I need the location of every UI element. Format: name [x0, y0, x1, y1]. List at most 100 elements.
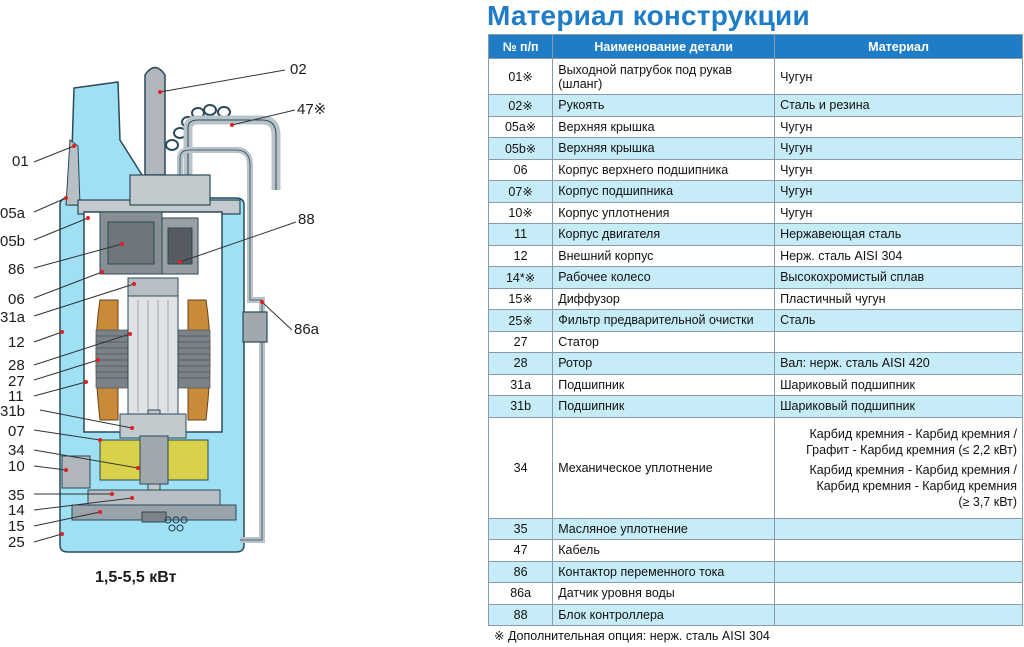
mechanical-seal — [139, 435, 169, 485]
table-row: 15※ Диффузор Пластичный чугун — [487, 287, 1023, 310]
cell-material: Чугун — [774, 201, 1023, 224]
table-row: 10※ Корпус уплотнения Чугун — [487, 201, 1023, 224]
cell-no: 07※ — [487, 180, 554, 203]
label-86: 86 — [8, 261, 25, 278]
cell-material: Сталь — [774, 309, 1023, 332]
header-no: № п/п — [487, 34, 554, 59]
label-25: 25 — [8, 534, 25, 551]
cell-material: Шариковый подшипник — [774, 395, 1023, 418]
table-row: 27 Статор — [487, 330, 1023, 353]
bearing-housing — [119, 413, 187, 439]
cell-name: Корпус верхнего подшипника — [552, 158, 776, 181]
label-47: 47※ — [297, 101, 327, 118]
cell-no: 86a — [487, 582, 554, 605]
table-row: 47 Кабель — [487, 539, 1023, 562]
cell-name: Механическое уплотнение — [552, 416, 776, 519]
label-05a: 05a — [0, 205, 26, 222]
cell-name: Внешний корпус — [552, 244, 776, 267]
cell-no: 12 — [487, 244, 554, 267]
table-row: 01※ Выходной патрубок под рукав (шланг) … — [487, 58, 1023, 95]
header-material: Материал — [774, 34, 1023, 59]
cell-name: Контактор переменного тока — [552, 560, 776, 583]
seal-material-line: Карбид кремния - Карбид кремния — [816, 478, 1017, 493]
cell-material — [774, 603, 1023, 626]
pump-drawing — [33, 66, 297, 553]
label-31b: 31b — [0, 403, 26, 420]
table-row: 12 Внешний корпус Нерж. сталь AISI 304 — [487, 244, 1023, 267]
table-row: 25※ Фильтр предварительной очистки Сталь — [487, 309, 1023, 332]
label-06: 06 — [8, 291, 25, 308]
cell-material: Нерж. сталь AISI 304 — [774, 244, 1023, 267]
cell-name: Масляное уплотнение — [552, 517, 776, 540]
cell-material: Чугун — [774, 58, 1023, 95]
label-14: 14 — [8, 502, 25, 519]
table-row: 05b※ Верхняя крышка Чугун — [487, 137, 1023, 160]
table-row: 34 Механическое уплотнение Карбид кремни… — [487, 416, 1023, 519]
cell-no: 31a — [487, 373, 554, 396]
label-15: 15 — [8, 518, 25, 535]
table-row: 35 Масляное уплотнение — [487, 517, 1023, 540]
chain — [165, 104, 231, 151]
cell-material: Чугун — [774, 180, 1023, 203]
cell-name: Верхняя крышка — [552, 115, 776, 138]
table-row: 05a※ Верхняя крышка Чугун — [487, 115, 1023, 138]
table-row: 31a Подшипник Шариковый подшипник — [487, 373, 1023, 396]
cell-name: Корпус уплотнения — [552, 201, 776, 224]
cell-no: 02※ — [487, 94, 554, 117]
figure-caption: 1,5-5,5 кВт — [95, 569, 177, 586]
cell-material: Чугун — [774, 158, 1023, 181]
table-row: 86 Контактор переменного тока — [487, 560, 1023, 583]
rotor — [127, 295, 179, 417]
label-34: 34 — [8, 442, 25, 459]
label-35: 35 — [8, 487, 25, 504]
label-05b: 05b — [0, 233, 26, 250]
cell-name: Верхняя крышка — [552, 137, 776, 160]
cell-material: Шариковый подшипник — [774, 373, 1023, 396]
page-title: Материал конструкции — [487, 0, 810, 31]
cell-no: 86 — [487, 560, 554, 583]
cell-material: Карбид кремния - Карбид кремния / Графит… — [774, 416, 1023, 519]
cell-name: Подшипник — [552, 395, 776, 418]
pump-cross-section-figure: 01 02 47※ 05a 05b 88 86 06 31a 86a 12 28… — [0, 0, 480, 647]
water-level-sensor — [242, 311, 268, 343]
handle — [144, 66, 166, 176]
materials-table: № п/п Наименование детали Материал 01※ В… — [487, 34, 1023, 626]
strainer-holes — [164, 516, 188, 532]
leader-lines — [33, 69, 297, 543]
cell-name: Подшипник — [552, 373, 776, 396]
table-row: 31b Подшипник Шариковый подшипник — [487, 395, 1023, 418]
footnote: ※ Дополнительная опция: нерж. сталь AISI… — [494, 629, 770, 643]
cell-no: 11 — [487, 223, 554, 246]
oil-chamber-right — [167, 439, 209, 481]
cell-no: 28 — [487, 352, 554, 375]
label-10: 10 — [8, 458, 25, 475]
cell-material: Пластичный чугун — [774, 287, 1023, 310]
cell-name: Корпус подшипника — [552, 180, 776, 203]
cell-no: 34 — [487, 416, 554, 519]
label-86a: 86a — [294, 321, 320, 338]
label-12: 12 — [8, 334, 25, 351]
cell-name: Блок контроллера — [552, 603, 776, 626]
cell-name: Ротор — [552, 352, 776, 375]
table-row: 88 Блок контроллера — [487, 603, 1023, 626]
cell-no: 25※ — [487, 309, 554, 332]
table-row: 06 Корпус верхнего подшипника Чугун — [487, 158, 1023, 181]
cell-material: Сталь и резина — [774, 94, 1023, 117]
header-part-name: Наименование детали — [552, 34, 776, 59]
label-28: 28 — [8, 357, 25, 374]
seal-housing — [61, 455, 91, 489]
cell-no: 15※ — [487, 287, 554, 310]
table-row: 86a Датчик уровня воды — [487, 582, 1023, 605]
seal-material-line: (≥ 3,7 кВт) — [958, 494, 1017, 509]
cell-material — [774, 582, 1023, 605]
table-row: 07※ Корпус подшипника Чугун — [487, 180, 1023, 203]
cell-name: Рукоять — [552, 94, 776, 117]
table-row: 11 Корпус двигателя Нержавеющая сталь — [487, 223, 1023, 246]
cell-material: Чугун — [774, 115, 1023, 138]
table-header-row: № п/п Наименование детали Материал — [487, 34, 1023, 59]
label-31a: 31a — [0, 309, 26, 326]
oil-chamber-left — [99, 439, 141, 481]
cell-name: Диффузор — [552, 287, 776, 310]
label-02: 02 — [290, 61, 307, 78]
label-07: 07 — [8, 423, 25, 440]
